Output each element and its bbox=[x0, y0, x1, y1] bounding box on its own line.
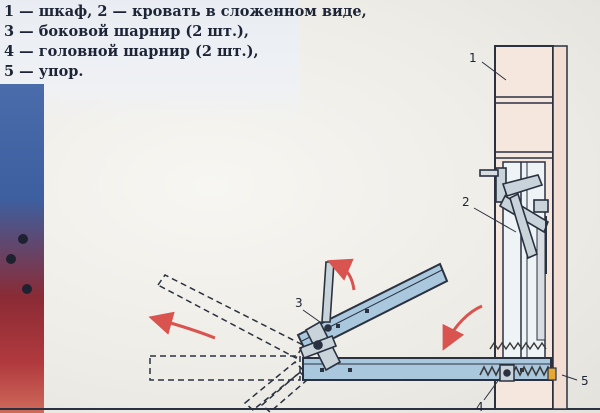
strip-mark bbox=[18, 234, 28, 244]
legend: 1 — шкаф, 2 — кровать в сложенном виде, … bbox=[4, 2, 367, 82]
arrow-down-icon bbox=[442, 304, 483, 351]
arrow-up-icon bbox=[326, 258, 356, 291]
callout-5: 5 bbox=[581, 374, 589, 388]
legend-item-3: 4 — головной шарнир (2 шт.), bbox=[4, 43, 259, 60]
callout-2: 2 bbox=[462, 195, 470, 209]
spring-upper bbox=[489, 341, 547, 351]
cabinet-side-hinge bbox=[479, 167, 549, 274]
legend-item-1: 1 — шкаф, 2 — кровать в сложенном виде, bbox=[4, 3, 367, 20]
callout-3: 3 bbox=[295, 296, 303, 310]
head-hinge bbox=[499, 364, 515, 382]
motion-arrows bbox=[148, 258, 483, 351]
stop bbox=[547, 367, 557, 381]
legend-item-2: 3 — боковой шарнир (2 шт.), bbox=[4, 23, 249, 40]
legend-item-4: 5 — упор. bbox=[4, 63, 84, 80]
spring bbox=[479, 365, 553, 377]
dashed-positions bbox=[149, 274, 309, 413]
leader-lines bbox=[302, 61, 578, 401]
callout-1: 1 bbox=[469, 51, 477, 65]
callout-4: 4 bbox=[476, 400, 484, 413]
strip-mark bbox=[6, 254, 16, 264]
strip-mark bbox=[22, 284, 32, 294]
page-edge-strip bbox=[0, 84, 44, 413]
arrow-left-icon bbox=[148, 311, 216, 340]
caption-background bbox=[0, 0, 300, 125]
